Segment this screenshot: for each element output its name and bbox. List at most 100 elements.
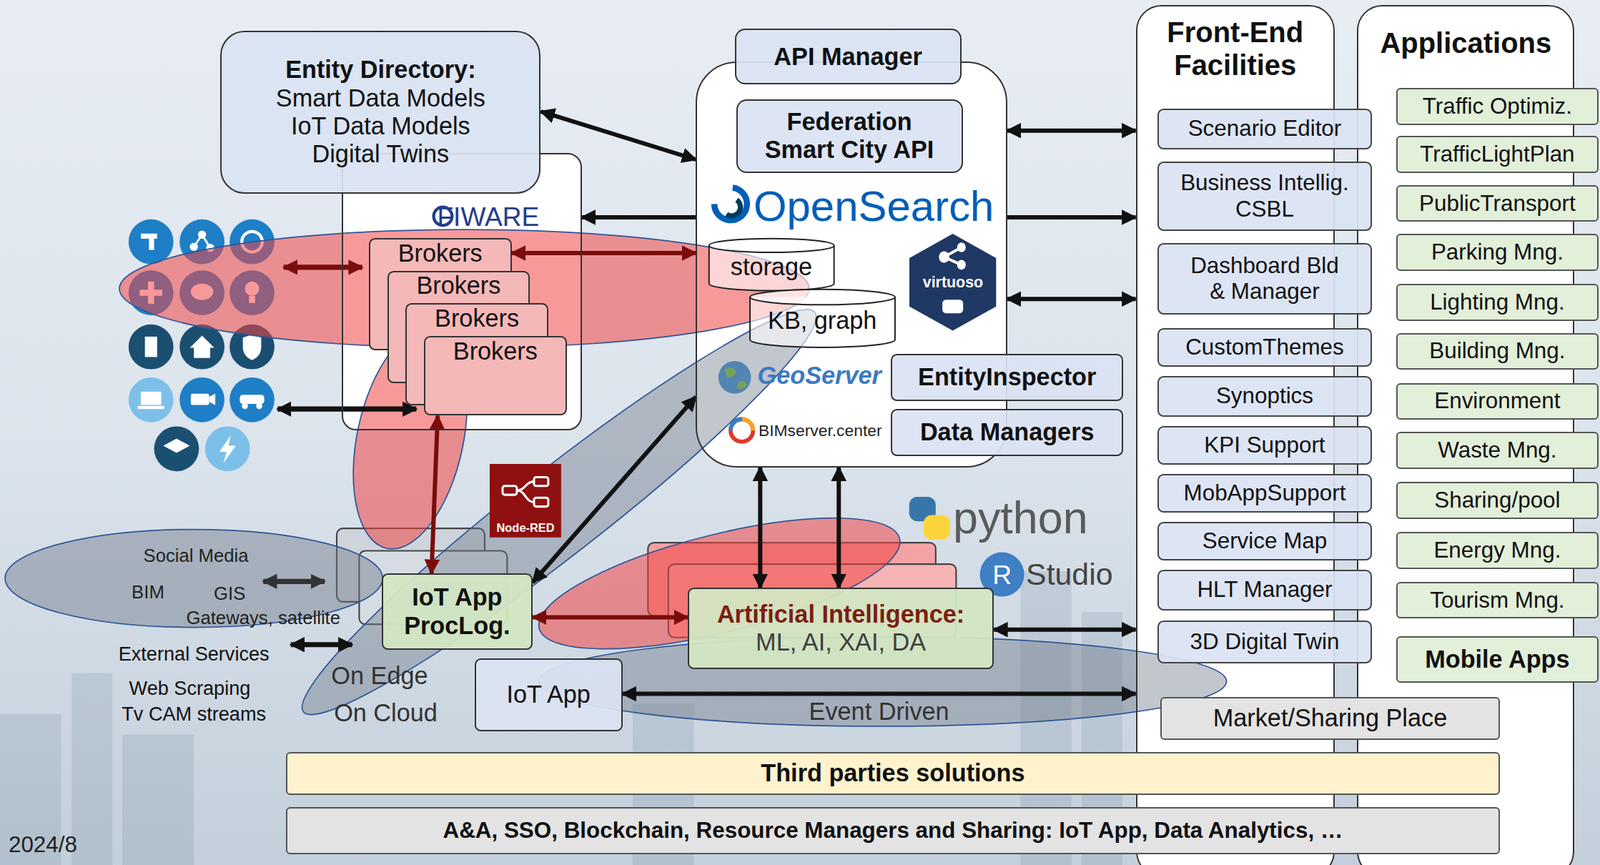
node-text: Federation Smart City API [759,107,939,165]
node-text: Waste Mng. [1437,437,1557,464]
node-text: Environment [1434,388,1560,414]
connector-arrow [622,692,1137,697]
node-text: A&A, SSO, Blockchain, Resource Managers … [442,817,1343,844]
node-text: GeoServer [757,361,882,390]
label-slot: Studio [1025,556,1113,592]
tool-box: EntityInspector [890,353,1124,402]
label-text: Studio [1025,556,1113,592]
node-text: CustomThemes [1185,334,1345,361]
label-slot: 2024/8 [8,832,78,858]
edge-label: Event Driven [809,698,950,727]
node-text: Parking Mng. [1431,239,1564,266]
node-text: Traffic Optimiz. [1422,93,1573,120]
label-slot: On Edge [331,662,428,691]
connector-arrow [993,627,1136,632]
connector-arrow [757,467,763,588]
node-text: OpenSearch [753,182,995,232]
directory-box: Entity Directory:Smart Data Models IoT D… [220,30,541,194]
node-text: Applications [1379,27,1552,61]
node-text: Brokers [398,240,483,267]
label-slot: GIS [213,583,246,605]
node-text: ML, AI, XAI, DA [755,628,926,657]
node-text: Mobile Apps [1424,645,1570,674]
storage-panel: OpenSearchGeoServerBIMserver.center Feder… [695,61,1007,468]
connector-arrow [1007,215,1137,220]
label-slot: Tv CAM streams [121,703,266,726]
node-text: Energy Mng. [1433,537,1561,564]
label-text: On Cloud [333,699,438,728]
storage-cylinder: storage [707,238,836,291]
node-text: Building Mng. [1429,338,1565,364]
node-text: Artificial Intelligence: [717,600,965,629]
node-text: Market/Sharing Place [1213,704,1448,733]
node-text: BIMserver.center [758,421,883,440]
text-slot: GeoServer [757,361,882,390]
node-text: Entity Directory: [285,55,476,84]
connector-arrow [511,250,697,256]
node-text: Smart Data Models IoT Data Models Digita… [268,84,494,169]
node-text: Sharing/pool [1434,487,1560,514]
facility-box: 3D Digital Twin [1157,620,1372,664]
node-text: Synoptics [1216,383,1314,409]
api-manager-box: API Manager [734,28,962,86]
label-slot: Gateways, satellite [185,607,341,630]
application-box: Sharing/pool [1396,481,1599,519]
node-text: Brokers [453,338,538,365]
market-box: Market/Sharing Place [1160,697,1500,740]
node-text: Third parties solutions [760,759,1025,788]
node-text: PublicTransport [1419,190,1576,217]
text-slot: OpenSearch [753,182,995,232]
node-text: Business Intellig. CSBL [1164,170,1365,222]
label-text: python [952,491,1089,544]
text-slot: FIWARE [436,201,540,233]
facility-box: KPI Support [1157,426,1372,465]
connector-arrow [532,615,688,620]
application-box: Environment [1396,383,1599,420]
application-box: Energy Mng. [1396,531,1599,569]
application-box: Traffic Optimiz. [1396,87,1599,125]
logo-box: Node-RED [489,463,562,538]
node-text: IoT App ProcLog. [388,583,526,640]
node-text: MobAppSupport [1183,480,1347,507]
text-slot: BIMserver.center [758,421,883,440]
label-text: On Edge [331,662,428,691]
application-box: Waste Mng. [1396,431,1599,469]
node-text: storage [730,253,813,281]
label-text: External Services [118,642,270,665]
node-text: Front-End Facilities [1143,16,1328,83]
label-slot: Social Media [142,545,249,567]
layer-bar: Third parties solutions [285,752,1500,795]
connector-arrow [1007,296,1137,301]
broker-box: Brokers [423,336,567,416]
application-box: TrafficLightPlan [1396,135,1599,173]
application-box: Tourism Mng. [1396,581,1599,619]
node-text: virtuoso [922,273,984,292]
node-text: IoT App [506,680,590,709]
label-text: 2024/8 [8,832,78,858]
application-box: Mobile Apps [1396,636,1599,684]
application-box: Parking Mng. [1396,233,1599,271]
node-text: EntityInspector [917,363,1096,392]
application-box: Building Mng. [1396,333,1599,370]
process-box: IoT App [474,658,623,733]
label-slot: python [952,491,1089,544]
node-text: Node-RED [496,521,555,535]
application-box: Lighting Mng. [1396,283,1599,321]
label-text: Gateways, satellite [185,607,341,630]
logo-hexagon: virtuoso [909,233,996,332]
layer-bar: A&A, SSO, Blockchain, Resource Managers … [285,807,1500,855]
facility-box: Dashboard Bld & Manager [1157,243,1372,315]
process-box: IoT App ProcLog. [381,573,533,650]
node-text: KB, graph [767,306,877,335]
node-text: Brokers [434,305,520,332]
process-box: Artificial Intelligence:ML, AI, XAI, DA [687,587,994,670]
label-text: BIM [131,581,165,604]
facility-box: HLT Manager [1157,569,1372,611]
node-text: Tourism Mng. [1429,587,1565,614]
node-text: HLT Manager [1196,576,1332,603]
node-text: Service Map [1202,528,1327,555]
node-text: FIWARE [436,201,540,233]
facility-box: Scenario Editor [1157,108,1372,150]
label-slot: Web Scraping [129,677,251,700]
node-text: KPI Support [1203,432,1325,459]
